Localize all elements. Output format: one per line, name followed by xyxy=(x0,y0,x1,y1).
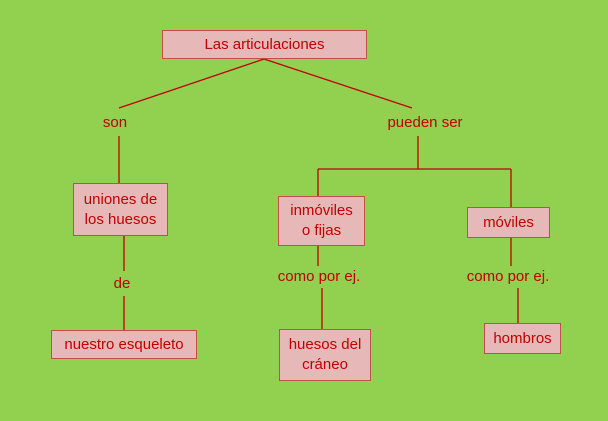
esqueleto-node: nuestro esqueleto xyxy=(51,330,197,359)
root-to-pueden-ser-line xyxy=(263,58,413,109)
root-node: Las articulaciones xyxy=(162,30,367,59)
moviles-ejemplo-label: como por ej. xyxy=(466,268,550,285)
moviles-node: móviles xyxy=(467,207,550,238)
de-label: de xyxy=(113,275,131,292)
hombros-node: hombros xyxy=(484,323,561,354)
root-to-son-line xyxy=(118,58,265,109)
uniones-node: uniones de los huesos xyxy=(73,183,168,236)
inmoviles-ejemplo-label: como por ej. xyxy=(277,268,361,285)
inmoviles-node: inmóviles o fijas xyxy=(278,196,365,246)
son-label: son xyxy=(102,114,128,131)
pueden-ser-label: pueden ser xyxy=(387,114,463,131)
craneo-node: huesos del cráneo xyxy=(279,329,371,381)
